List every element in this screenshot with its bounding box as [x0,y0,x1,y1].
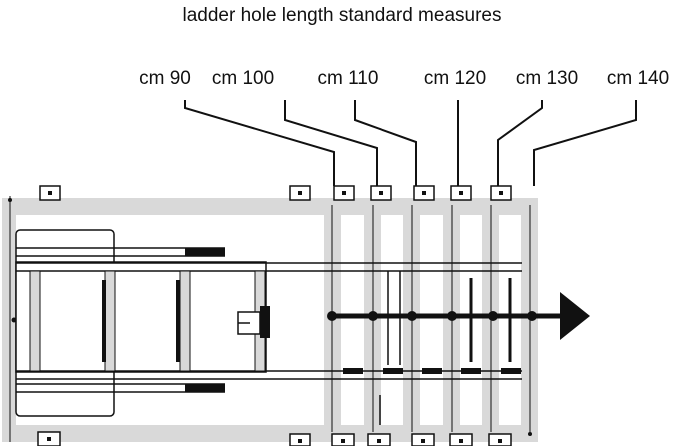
side-pin [11,317,17,323]
top-brackets [39,185,512,201]
inner-bars [379,271,401,425]
hinge-top [185,248,225,256]
bottom-bracket-holes [47,437,502,443]
measure-label-140: cm 140 [606,68,670,89]
measure-label-120: cm 120 [423,68,487,89]
step-handles [102,280,180,362]
measure-points [327,311,537,321]
hinge-bottom [185,384,225,392]
column-end-dot [528,432,532,436]
step-stops [469,278,512,362]
measure-label-110: cm 110 [317,68,379,89]
measure-label-100: cm 100 [211,68,275,89]
frame-left-rail [2,198,16,442]
arrow-right-icon [560,292,590,340]
diagram-title: ladder hole length standard measures [182,5,502,26]
top-bracket-holes [48,191,503,195]
leader-lines [184,100,637,186]
ladder-body [15,261,267,373]
latch-block [260,306,270,338]
corner-dot [8,198,12,202]
measure-label-130: cm 130 [515,68,579,89]
base-pads [343,368,521,374]
measure-label-90: cm 90 [139,68,191,89]
